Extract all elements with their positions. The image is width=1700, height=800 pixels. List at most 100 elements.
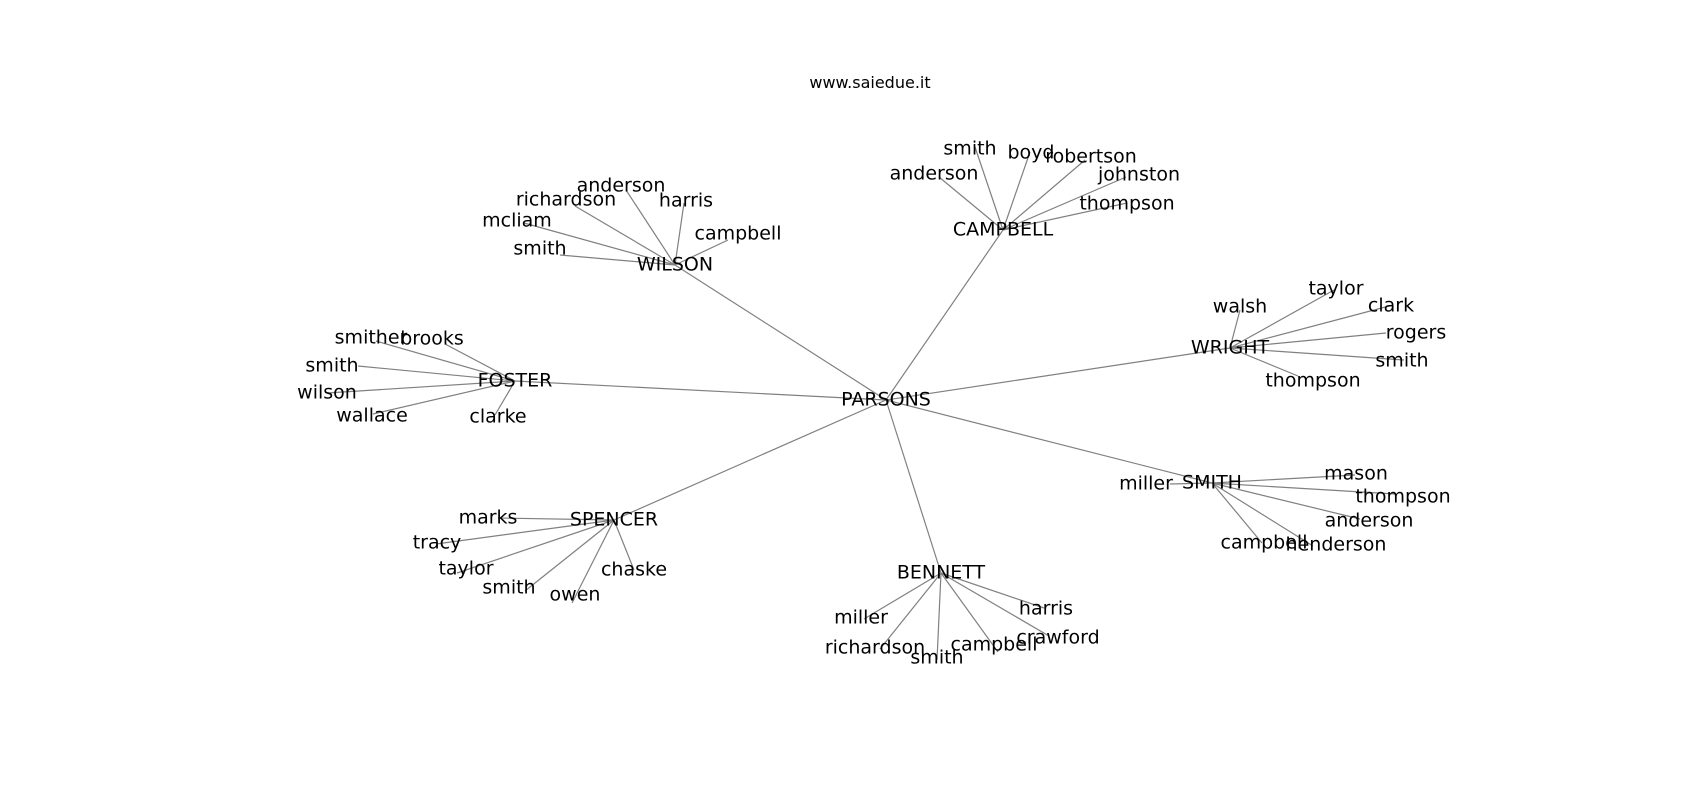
edge-wright-smith (1229, 347, 1405, 361)
edge-root-wright (885, 347, 1231, 401)
leaf-label: miller (1119, 473, 1173, 495)
leaf-label: campbell (1221, 532, 1308, 554)
edge-smith-thompson (1211, 482, 1396, 495)
leaf-label: johnston (1097, 164, 1180, 186)
edge-wright-walsh (1229, 309, 1241, 349)
leaf-label: owen (550, 584, 601, 606)
edge-bennett-miller (863, 572, 942, 620)
leaf-label: chaske (601, 559, 667, 581)
cluster-label: SMITH (1182, 472, 1242, 494)
edge-root-spencer (613, 399, 887, 521)
cluster-label: WRIGHT (1191, 337, 1270, 359)
leaf-label: smith (482, 577, 535, 599)
edge-spencer-chaske (613, 519, 635, 571)
leaf-label: tracy (413, 532, 462, 554)
leaf-label: smith (513, 238, 566, 260)
leaf-label: smither (335, 327, 408, 349)
edges-layer (326, 146, 1405, 661)
leaf-label: anderson (890, 163, 979, 185)
leaf-label: miller (834, 607, 888, 629)
edge-spencer-owen (571, 519, 615, 604)
edge-foster-wilson (326, 380, 516, 394)
cluster-label: WILSON (637, 254, 713, 276)
edge-wilson-harris (674, 202, 685, 266)
edge-foster-wallace (372, 380, 516, 415)
edge-bennett-crawford (940, 572, 1050, 637)
edge-root-bennett (885, 399, 942, 574)
edge-smith-miller (1169, 482, 1213, 485)
leaf-label: clark (1368, 295, 1414, 317)
leaf-label: henderson (1286, 534, 1387, 556)
edge-foster-brooks (444, 343, 516, 382)
leaf-label: wilson (297, 382, 357, 404)
edge-spencer-smith (524, 519, 615, 592)
edge-root-foster (514, 380, 887, 401)
edge-foster-smither (375, 340, 516, 382)
leaf-label: smith (305, 355, 358, 377)
root-label: PARSONS (841, 389, 931, 411)
edge-campbell-johnston (1002, 176, 1127, 231)
leaf-label: richardson (516, 189, 616, 211)
edge-root-campbell (885, 229, 1004, 401)
leaf-label: walsh (1213, 296, 1267, 318)
leaf-label: brooks (400, 328, 464, 350)
leaf-label: campbell (951, 634, 1038, 656)
edge-foster-smith (357, 365, 516, 382)
leaf-label: wallace (336, 405, 408, 427)
edge-bennett-campbell (940, 572, 999, 653)
leaf-label: smith (1375, 350, 1428, 372)
edge-campbell-anderson (938, 176, 1004, 231)
leaf-label: thompson (1079, 193, 1174, 215)
edge-wright-rogers (1229, 332, 1387, 349)
leaf-label: anderson (1325, 510, 1414, 532)
cluster-label: BENNETT (897, 562, 986, 584)
edge-spencer-taylor (456, 519, 615, 574)
leaf-label: taylor (1308, 278, 1363, 300)
edge-wilson-richardson (574, 205, 676, 266)
leaf-label: marks (459, 507, 518, 529)
edge-wright-thompson (1229, 347, 1299, 377)
leaf-label: richardson (825, 637, 925, 659)
leaf-label: crawford (1016, 627, 1099, 649)
edge-wilson-mcliam (523, 222, 676, 266)
leaf-label: rogers (1386, 322, 1446, 344)
leaf-label: harris (1019, 598, 1073, 620)
edge-foster-clarke (494, 380, 516, 416)
edge-wilson-campbell (674, 239, 729, 266)
leaf-label: harris (659, 190, 713, 212)
leaf-label: mcliam (482, 210, 552, 232)
edge-wilson-anderson (625, 189, 676, 266)
edge-wright-taylor (1229, 289, 1335, 349)
edge-smith-mason (1211, 474, 1356, 484)
leaf-label: campbell (695, 223, 782, 245)
edge-campbell-robertson (1002, 159, 1086, 231)
leaf-label: boyd (1008, 142, 1055, 164)
leaf-label: smith (910, 647, 963, 669)
edge-spencer-tracy (435, 519, 615, 545)
cluster-label: FOSTER (478, 370, 553, 392)
edge-root-wilson (674, 264, 887, 401)
edge-wright-clark (1229, 304, 1394, 349)
edge-campbell-thompson (1002, 202, 1128, 231)
edge-bennett-smith (936, 572, 942, 661)
edge-wilson-smith (559, 254, 676, 266)
leaf-label: thompson (1355, 486, 1450, 508)
edge-smith-campbell (1211, 482, 1263, 544)
edge-bennett-harris (940, 572, 1045, 609)
edge-bennett-richardson (879, 572, 942, 650)
leaf-label: taylor (438, 558, 493, 580)
cluster-label: CAMPBELL (953, 219, 1054, 241)
leaf-label: robertson (1045, 146, 1137, 168)
site-caption: www.saiedue.it (809, 73, 930, 92)
leaf-label: anderson (577, 175, 666, 197)
leaf-label: mason (1324, 463, 1388, 485)
leaf-label: thompson (1265, 370, 1360, 392)
leaf-label: smith (943, 138, 996, 160)
edge-root-smith (885, 399, 1213, 484)
edge-campbell-boyd (1002, 151, 1031, 231)
edge-smith-anderson (1211, 482, 1361, 520)
edge-spencer-marks (497, 517, 615, 521)
edge-campbell-smith (974, 146, 1004, 231)
